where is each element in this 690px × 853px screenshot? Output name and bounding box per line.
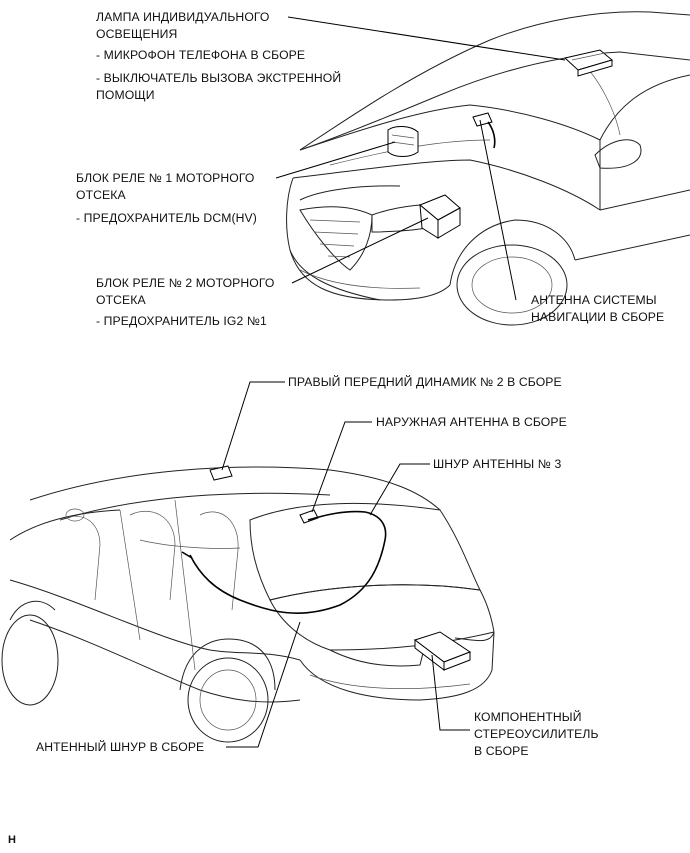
label-phone-microphone: - МИКРОФОН ТЕЛЕФОНА В СБОРЕ [96,48,306,62]
front-car-illustration [286,11,690,326]
label-front-speaker: ПРАВЫЙ ПЕРЕДНИЙ ДИНАМИК № 2 В СБОРЕ [288,375,562,389]
label-fuse-ig2: - ПРЕДОХРАНИТЕЛЬ IG2 №1 [96,314,267,328]
rear-car-parts [181,465,472,672]
label-antenna-cord: АНТЕННЫЙ ШНУР В СБОРЕ [36,740,205,754]
figure-code: H [8,834,16,846]
label-navigation-antenna: АНТЕННА СИСТЕМЫ НАВИГАЦИИ В СБОРЕ [531,293,665,324]
label-emergency-switch: - ВЫКЛЮЧАТЕЛЬ ВЫЗОВА ЭКСТРЕННОЙ ПОМОЩИ [96,71,342,102]
rear-car-illustration [1,466,495,743]
top-leader-lines [275,16,566,301]
label-stereo-amplifier: КОМПОНЕНТНЫЙ СТЕРЕОУСИЛИТЕЛЬ В СБОРЕ [474,710,599,758]
top-car-parts [387,49,614,239]
label-outer-antenna: НАРУЖНАЯ АНТЕННА В СБОРЕ [376,415,567,429]
label-relay-block-1: БЛОК РЕЛЕ № 1 МОТОРНОГО ОТСЕКА [76,171,255,202]
label-fuse-dcm: - ПРЕДОХРАНИТЕЛЬ DCM(HV) [76,211,257,225]
bottom-leader-lines [221,381,470,748]
label-antenna-cord-3: ШНУР АНТЕННЫ № 3 [433,457,562,471]
label-lamp: ЛАМПА ИНДИВИДУАЛЬНОГО ОСВЕЩЕНИЯ [96,10,270,41]
label-relay-block-2: БЛОК РЕЛЕ № 2 МОТОРНОГО ОТСЕКА [96,276,275,307]
